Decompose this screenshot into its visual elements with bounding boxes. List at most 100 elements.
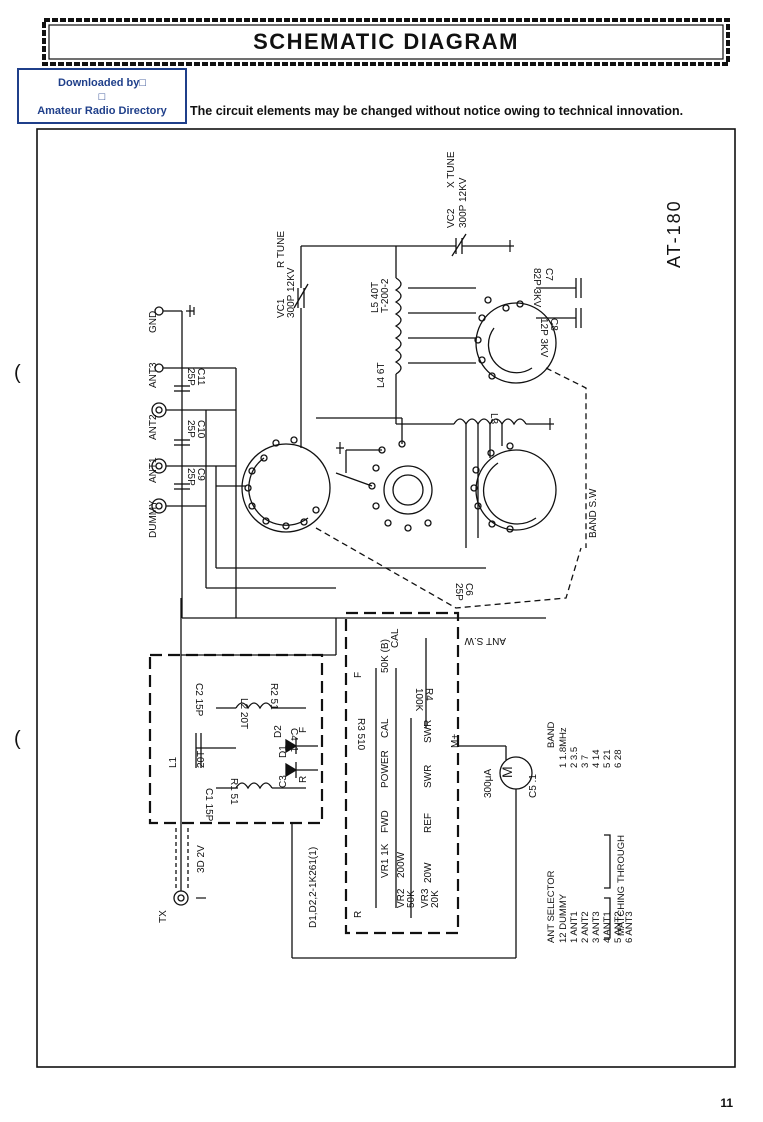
label-l5-core: T-200-2 (380, 278, 391, 313)
binding-mark-upper: ( (14, 362, 21, 384)
band-row-6: 6 28 (613, 750, 624, 769)
ant-row-12: 12 DUMMY (558, 893, 569, 943)
label-point-r: R (353, 911, 364, 918)
label-msw-cal: CAL (380, 718, 391, 738)
label-c2: C2 15P (193, 683, 204, 717)
page-number: 11 (720, 1096, 733, 1110)
notice-text: The circuit elements may be changed with… (190, 104, 684, 118)
downloaded-glyph: □ (98, 91, 106, 103)
model-label: AT-180 (664, 199, 684, 268)
label-r2: R2 51 (268, 683, 279, 710)
ant-row-6: 6 ANT3 (624, 911, 635, 943)
label-matching: MATCHING (616, 886, 627, 936)
label-msw-ref: REF (423, 813, 434, 833)
band-row-3: 3 7 (580, 755, 591, 768)
label-ant3: ANT3 (148, 362, 159, 388)
label-msw-swr1: SWR (423, 720, 434, 743)
label-gnd: GND (148, 311, 159, 333)
label-c8-value: 12P 3KV (538, 318, 549, 358)
label-r1: R1 51 (228, 778, 239, 805)
label-vc1-value: 300P 12KV (286, 267, 297, 318)
label-c9-value: 25P (185, 468, 196, 486)
label-through: THROUGH (616, 835, 627, 883)
label-ant1: ANT1 (148, 457, 159, 483)
ant-row-1: 1 ANT1 (569, 911, 580, 943)
label-vc2-func: X TUNE (446, 151, 457, 188)
label-ant-sw: ANT S.W (464, 635, 506, 646)
label-c4: C4 .1 (288, 728, 299, 752)
label-cal-pot: 50K (B) (380, 639, 391, 673)
label-meter-plus: M+ (450, 734, 461, 748)
label-bridge-r: R (298, 776, 309, 783)
page-title: SCHEMATIC DIAGRAM (253, 29, 519, 54)
label-r3: R3 510 (355, 718, 366, 751)
label-point-f: F (353, 672, 364, 678)
title-border (42, 18, 730, 66)
label-c6-value: 25P (453, 583, 464, 601)
band-row-4: 4 14 (591, 750, 602, 769)
schematic-frame: GND ANT3 ANT2 ANT1 DUMMY TX C11 25P C10 … (36, 128, 736, 1068)
ant-row-3: 3 ANT3 (591, 911, 602, 943)
label-c7: C7 (543, 268, 554, 281)
ant-selector-table: ANT SELECTOR 12 DUMMY 1 ANT1 2 ANT2 3 AN… (546, 835, 635, 943)
label-d1: D1 (278, 745, 289, 758)
binding-mark-lower: ( (14, 728, 21, 750)
ant-row-4: 4 ANT1 (602, 911, 613, 943)
band-table: BAND 1 1.8MHz 2 3.5 3 7 4 14 5 21 6 28 (546, 721, 624, 768)
label-diode-spec: D1,D2,2-1K261(1) (308, 847, 319, 928)
label-msw-fwd: FWD (380, 810, 391, 833)
label-tx: TX (158, 910, 169, 923)
label-vr2-value: 50K (406, 890, 417, 908)
directory-link[interactable]: Amateur Radio Directory (37, 105, 167, 117)
label-dummy: DUMMY (148, 500, 159, 538)
band-table-title: BAND (546, 721, 557, 748)
label-l3: L3 (488, 413, 499, 425)
label-c3: C3 (278, 775, 289, 788)
label-vr2: VR2 (396, 888, 407, 908)
ant-row-2: 2 ANT2 (580, 911, 591, 943)
label-vc2-value: 300P 12KV (458, 177, 469, 228)
label-c11-value: 25P (185, 368, 196, 386)
label-c1: C1 15P (203, 788, 214, 822)
schematic-drawing: GND ANT3 ANT2 ANT1 DUMMY TX C11 25P C10 … (36, 128, 736, 1068)
label-vr3-value: 20K (430, 890, 441, 908)
label-vr1: VR1 1K (380, 843, 391, 878)
label-c10: C10 (195, 420, 206, 439)
label-bridge-f: F (298, 727, 309, 733)
band-row-1: 1 1.8MHz (558, 727, 569, 768)
title-bar: SCHEMATIC DIAGRAM (42, 18, 730, 66)
label-coax: 3D 2V (196, 845, 207, 873)
ant-row-5: 5 ANT2 (613, 911, 624, 943)
label-c8: C8 (548, 318, 559, 331)
label-r4: R4 (423, 688, 434, 701)
download-badge: Downloaded by□ □ Amateur Radio Directory (17, 68, 187, 124)
band-row-5: 5 21 (602, 750, 613, 769)
label-d2: D2 (273, 725, 284, 738)
label-r4-value: 100K (413, 688, 424, 712)
label-vc2: VC2 (446, 208, 457, 228)
label-c11: C11 (195, 368, 206, 386)
label-c5: C5 .1 (528, 774, 539, 798)
label-cal-pot-cal: CAL (390, 628, 401, 648)
label-vc1: VC1 (276, 298, 287, 318)
label-l4: L4 6T (376, 362, 387, 388)
label-c6: C6 (463, 583, 474, 596)
ant-selector-title: ANT SELECTOR (546, 870, 557, 943)
label-c10-value: 25P (185, 420, 196, 438)
ground-symbols (186, 240, 554, 899)
label-c7-value: 82P 3KV (531, 268, 542, 308)
band-row-2: 2 3.5 (569, 747, 580, 768)
label-vr3: VR3 (420, 888, 431, 908)
label-msw-swr2: SWR (423, 765, 434, 788)
label-l1: L1 (168, 756, 179, 768)
downloaded-by-label: Downloaded by□ (58, 77, 146, 89)
label-meter-value: 300μA (483, 769, 494, 798)
label-msw-power: POWER (380, 750, 391, 788)
label-c9: C9 (195, 468, 206, 481)
label-msw-20w: 20W (423, 862, 434, 883)
label-band-sw: BAND S.W (588, 488, 599, 538)
label-ant2: ANT2 (148, 414, 159, 440)
label-l1-turns: 20T (196, 751, 207, 768)
label-meter-symbol: M (499, 766, 515, 778)
label-l5: L5 40T (370, 282, 381, 313)
